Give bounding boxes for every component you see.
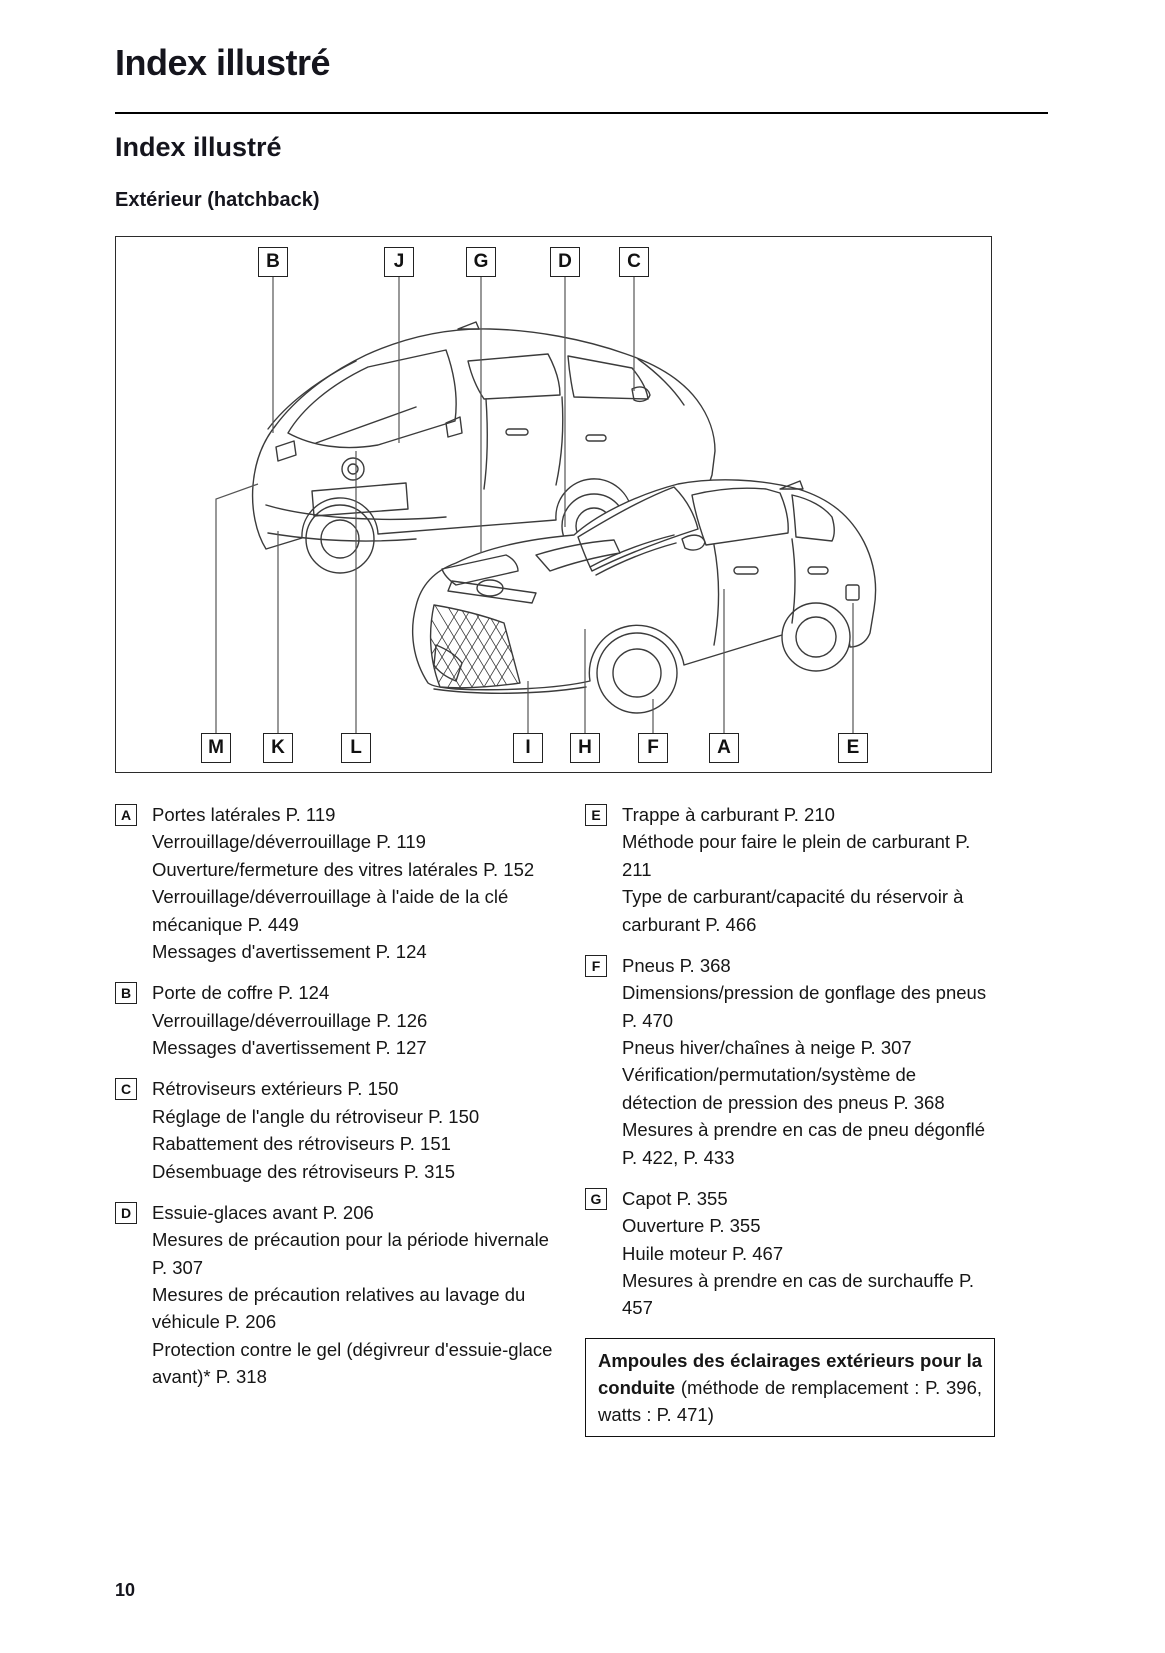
entry-line: Type de carburant/capacité du réservoir …: [622, 886, 964, 935]
chapter-title: Index illustré: [115, 42, 331, 83]
entry-text: Porte de coffre P. 124 Verrouillage/déve…: [152, 979, 427, 1061]
figure-label-H: H: [570, 733, 600, 763]
index-column-right: E Trappe à carburant P. 210 Méthode pour…: [585, 801, 995, 1437]
entry-text: Essuie-glaces avant P. 206 Mesures de pr…: [152, 1199, 560, 1391]
figure-label-J: J: [384, 247, 414, 277]
entry-title: Essuie-glaces avant P. 206: [152, 1201, 374, 1223]
entry-text: Pneus P. 368 Dimensions/pression de gonf…: [622, 952, 995, 1171]
index-columns: A Portes latérales P. 119 Verrouillage/d…: [115, 801, 1048, 1437]
entry-title: Capot P. 355: [622, 1187, 728, 1209]
entry-line: Dimensions/pression de gonflage des pneu…: [622, 982, 987, 1031]
entry-line: Mesures à prendre en cas de surchauffe P…: [622, 1270, 975, 1319]
figure-label-M: M: [201, 733, 231, 763]
section-title: Index illustré: [115, 132, 282, 162]
figure-label-B: B: [258, 247, 288, 277]
bulb-note-title: Ampoules des éclairages extérieurs pour …: [598, 1349, 982, 1398]
entry-line: Mesures à prendre en cas de pneu dégonfl…: [622, 1119, 986, 1168]
entry-text: Capot P. 355 Ouverture P. 355 Huile mote…: [622, 1185, 995, 1322]
entry-line: Pneus hiver/chaînes à neige P. 307: [622, 1037, 912, 1058]
figure-label-I: I: [513, 733, 543, 763]
entry-title: Rétroviseurs extérieurs P. 150: [152, 1078, 399, 1100]
entry-text: Rétroviseurs extérieurs P. 150 Réglage d…: [152, 1075, 479, 1185]
entry-key-badge: A: [115, 804, 137, 826]
figure-label-A: A: [709, 733, 739, 763]
entry-title: Trappe à carburant P. 210: [622, 804, 835, 825]
figure-label-L: L: [341, 733, 371, 763]
entry-line: Mesures de précaution pour la période hi…: [152, 1229, 549, 1278]
title-divider: [115, 112, 1048, 114]
entry-line: Messages d'avertissement P. 127: [152, 1037, 427, 1058]
page-content: Index illustré Index illustré Extérieur …: [115, 0, 1048, 1437]
entry-text: Trappe à carburant P. 210 Méthode pour f…: [622, 801, 995, 938]
entry-key-badge: D: [115, 1201, 137, 1224]
entry-title: Porte de coffre P. 124: [152, 982, 330, 1004]
entry-line: Protection contre le gel (dégivreur d'es…: [152, 1338, 553, 1388]
entry-line: Rabattement des rétroviseurs P. 151: [152, 1133, 451, 1155]
figure-label-G: G: [466, 247, 496, 277]
index-entry-A: A Portes latérales P. 119 Verrouillage/d…: [115, 801, 560, 965]
entry-key-badge: F: [585, 954, 607, 977]
figure-label-K: K: [263, 733, 293, 763]
entry-line: Mesures de précaution relatives au lavag…: [152, 1284, 526, 1333]
index-entry-G: G Capot P. 355 Ouverture P. 355 Huile mo…: [585, 1185, 995, 1322]
entry-title: Portes latérales P. 119: [152, 804, 336, 825]
entry-line: Messages d'avertissement P. 124: [152, 940, 427, 962]
entry-line: Huile moteur P. 467: [622, 1242, 784, 1264]
exterior-figure: B J G D C M K L I H F A E: [115, 236, 992, 773]
entry-line: Ouverture P. 355: [622, 1215, 761, 1237]
entry-key-badge: G: [585, 1187, 607, 1210]
figure-label-E: E: [838, 733, 868, 763]
entry-line: Réglage de l'angle du rétroviseur P. 150: [152, 1105, 480, 1127]
entry-line: Verrouillage/déverrouillage à l'aide de …: [152, 886, 509, 935]
index-entry-F: F Pneus P. 368 Dimensions/pression de go…: [585, 952, 995, 1171]
index-entry-D: D Essuie-glaces avant P. 206 Mesures de …: [115, 1199, 560, 1391]
entry-line: Verrouillage/déverrouillage P. 126: [152, 1009, 428, 1031]
bulb-replacement-note: Ampoules des éclairages extérieurs pour …: [585, 1337, 995, 1437]
subsection-title: Extérieur (hatchback): [115, 189, 320, 211]
entry-text: Portes latérales P. 119 Verrouillage/dév…: [152, 801, 560, 965]
page-number: 10: [115, 1580, 136, 1600]
figure-label-D: D: [550, 247, 580, 277]
entry-title: Pneus P. 368: [622, 954, 731, 976]
bulb-note-body: (méthode de remplacement : P. 396, watts…: [598, 1376, 983, 1425]
entry-line: Désembuage des rétroviseurs P. 315: [152, 1160, 456, 1182]
entry-key-badge: C: [115, 1078, 137, 1101]
figure-label-F: F: [638, 733, 668, 763]
entry-line: Méthode pour faire le plein de carburant…: [622, 831, 971, 880]
entry-line: Ouverture/fermeture des vitres latérales…: [152, 858, 535, 880]
index-entry-B: B Porte de coffre P. 124 Verrouillage/dé…: [115, 979, 560, 1061]
index-entry-E: E Trappe à carburant P. 210 Méthode pour…: [585, 801, 995, 938]
entry-key-badge: E: [585, 804, 607, 826]
entry-key-badge: B: [115, 982, 137, 1005]
entry-line: Verrouillage/déverrouillage P. 119: [152, 831, 426, 853]
index-entry-C: C Rétroviseurs extérieurs P. 150 Réglage…: [115, 1075, 560, 1185]
figure-label-C: C: [619, 247, 649, 277]
entry-line: Vérification/permutation/système de déte…: [622, 1064, 945, 1113]
car-illustration: [215, 277, 877, 733]
index-column-left: A Portes latérales P. 119 Verrouillage/d…: [115, 801, 560, 1437]
